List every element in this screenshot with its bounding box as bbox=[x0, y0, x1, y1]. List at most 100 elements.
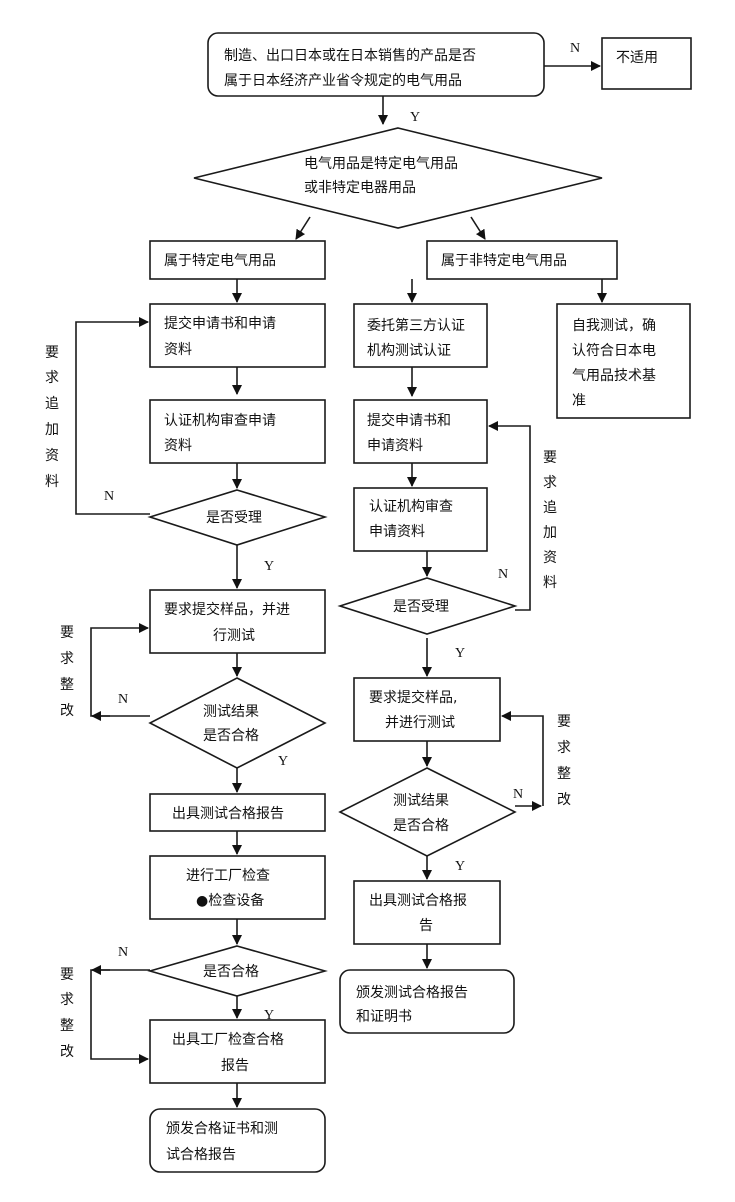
mid-certificate-line-2: 和证明书 bbox=[356, 1009, 412, 1025]
yes-label: Y bbox=[278, 754, 288, 769]
mid-issue-certificate-node: 颁发测试合格报告 和证明书 bbox=[339, 969, 515, 1034]
decision-type-node: 电气用品是特定电气用品 或非特定电器用品 bbox=[193, 127, 603, 229]
left-accept-decision-node: 是否受理 bbox=[147, 489, 328, 546]
no-label: N bbox=[118, 945, 128, 960]
loop-mid-more-docs bbox=[488, 421, 531, 611]
left-test-result-line-1: 测试结果 bbox=[203, 704, 259, 720]
char: 料 bbox=[45, 474, 59, 490]
yes-label: Y bbox=[264, 1008, 274, 1023]
char: 改 bbox=[60, 1044, 74, 1060]
left-review-line-1: 认证机构审查申请 bbox=[164, 413, 276, 429]
no-label: N bbox=[118, 692, 128, 707]
yes-label: Y bbox=[455, 646, 465, 661]
char: 求 bbox=[45, 370, 59, 386]
specified-node: 属于特定电气用品 bbox=[149, 240, 326, 280]
char: 加 bbox=[45, 422, 59, 438]
mid-samples-line-2: 并进行测试 bbox=[385, 715, 455, 731]
char: 要 bbox=[557, 714, 571, 730]
decision-type-line-2: 或非特定电器用品 bbox=[304, 180, 416, 196]
char: 求 bbox=[557, 740, 571, 756]
char: 料 bbox=[543, 575, 557, 591]
yes-label: Y bbox=[455, 859, 465, 874]
left-review-line-2: 资料 bbox=[164, 438, 192, 454]
self-test-line-1: 自我测试，确 bbox=[572, 318, 656, 334]
third-party-line-1: 委托第三方认证 bbox=[367, 317, 465, 334]
self-test-node: 自我测试，确 认符合日本电 气用品技术基 准 bbox=[556, 303, 691, 419]
mid-test-report-line-2: 告 bbox=[419, 918, 433, 934]
char: 求 bbox=[543, 475, 557, 491]
no-label: N bbox=[513, 787, 523, 802]
left-factory-inspection-node: 进行工厂检查 ●检查设备 bbox=[149, 855, 326, 920]
mid-submit-samples-node: 要求提交样品, 并进行测试 bbox=[353, 677, 501, 742]
non-specified-node: 属于非特定电气用品 bbox=[426, 240, 618, 280]
mid-accept-decision-node: 是否受理 bbox=[337, 577, 518, 635]
left-samples-line-1: 要求提交样品，并进 bbox=[164, 601, 290, 618]
mid-issue-test-report-node: 出具测试合格报 告 bbox=[353, 880, 501, 945]
self-test-line-2: 认符合日本电 bbox=[572, 343, 656, 359]
left-issue-certificate-node: 颁发合格证书和测 试合格报告 bbox=[149, 1108, 326, 1173]
third-party-line-2: 机构测试认证 bbox=[367, 343, 451, 359]
decision-type-line-1: 电气用品是特定电气用品 bbox=[304, 156, 458, 172]
char: 要 bbox=[543, 450, 557, 466]
char: 求 bbox=[60, 992, 74, 1008]
left-certificate-line-1: 颁发合格证书和测 bbox=[166, 1121, 278, 1137]
yes-label: Y bbox=[264, 559, 274, 574]
self-test-line-4: 准 bbox=[572, 393, 586, 409]
mid-third-party-node: 委托第三方认证 机构测试认证 bbox=[353, 303, 488, 368]
no-label: N bbox=[498, 567, 508, 582]
arrow-to-non-specified bbox=[470, 216, 486, 240]
left-factory-line-2: ●检查设备 bbox=[196, 892, 264, 909]
start-node: 制造、出口日本或在日本销售的产品是否 属于日本经济产业省令规定的电气用品 bbox=[207, 32, 545, 97]
left-issue-test-report-node: 出具测试合格报告 bbox=[149, 793, 326, 832]
arrow-to-specified bbox=[295, 216, 311, 240]
char: 资 bbox=[45, 448, 59, 464]
left-submit-application-line-2: 资料 bbox=[164, 342, 192, 358]
mid-test-result-decision-node: 测试结果 是否合格 bbox=[338, 767, 517, 857]
left-test-result-decision-node: 测试结果 是否合格 bbox=[148, 677, 327, 769]
start-node-line-1: 制造、出口日本或在日本销售的产品是否 bbox=[224, 48, 476, 64]
not-applicable-node: 不适用 bbox=[601, 37, 692, 90]
char: 要 bbox=[60, 625, 74, 641]
char: 整 bbox=[557, 766, 571, 782]
char: 要 bbox=[60, 967, 74, 983]
specified-text: 属于特定电气用品 bbox=[164, 253, 276, 269]
left-accept-text: 是否受理 bbox=[206, 510, 262, 526]
left-factory-report-node: 出具工厂检查合格 报告 bbox=[149, 1019, 326, 1084]
left-certificate-line-2: 试合格报告 bbox=[166, 1147, 236, 1163]
left-test-report-text: 出具测试合格报告 bbox=[172, 806, 284, 822]
char: 追 bbox=[45, 396, 59, 412]
char: 加 bbox=[543, 525, 557, 541]
left-pass-text: 是否合格 bbox=[203, 964, 259, 980]
left-rectify-1-label: 要 求 整 改 bbox=[60, 625, 74, 719]
mid-samples-line-1: 要求提交样品, bbox=[369, 689, 457, 706]
yes-label: Y bbox=[410, 110, 420, 125]
left-factory-line-1: 进行工厂检查 bbox=[186, 868, 270, 884]
mid-review-application-node: 认证机构审查 申请资料 bbox=[353, 487, 488, 552]
loop-left-rectify-2 bbox=[90, 969, 150, 1064]
char: 求 bbox=[60, 651, 74, 667]
left-pass-decision-node: 是否合格 bbox=[147, 945, 328, 997]
no-label: N bbox=[570, 41, 580, 56]
self-test-line-3: 气用品技术基 bbox=[572, 367, 656, 384]
mid-test-report-line-1: 出具测试合格报 bbox=[369, 893, 467, 909]
left-submit-samples-node: 要求提交样品，并进 行测试 bbox=[149, 589, 326, 654]
char: 追 bbox=[543, 500, 557, 516]
left-factory-report-line-1: 出具工厂检查合格 bbox=[172, 1032, 284, 1048]
loop-left-rectify-1 bbox=[90, 623, 150, 717]
left-rectify-2-label: 要 求 整 改 bbox=[60, 967, 74, 1060]
char: 资 bbox=[543, 550, 557, 566]
not-applicable-text: 不适用 bbox=[616, 50, 658, 66]
start-node-line-2: 属于日本经济产业省令规定的电气用品 bbox=[224, 73, 462, 89]
char: 整 bbox=[60, 1018, 74, 1034]
left-samples-line-2: 行测试 bbox=[213, 628, 255, 644]
loop-mid-rectify bbox=[501, 711, 544, 806]
mid-submit-line-1: 提交申请书和 bbox=[367, 412, 451, 429]
mid-certificate-line-1: 颁发测试合格报告 bbox=[356, 985, 468, 1001]
mid-submit-line-2: 申请资料 bbox=[367, 438, 423, 454]
no-label: N bbox=[104, 489, 114, 504]
left-request-more-docs-label: 要 求 追 加 资 料 bbox=[45, 345, 59, 490]
mid-accept-text: 是否受理 bbox=[393, 599, 449, 615]
mid-review-line-1: 认证机构审查 bbox=[369, 499, 453, 515]
char: 改 bbox=[557, 792, 571, 808]
